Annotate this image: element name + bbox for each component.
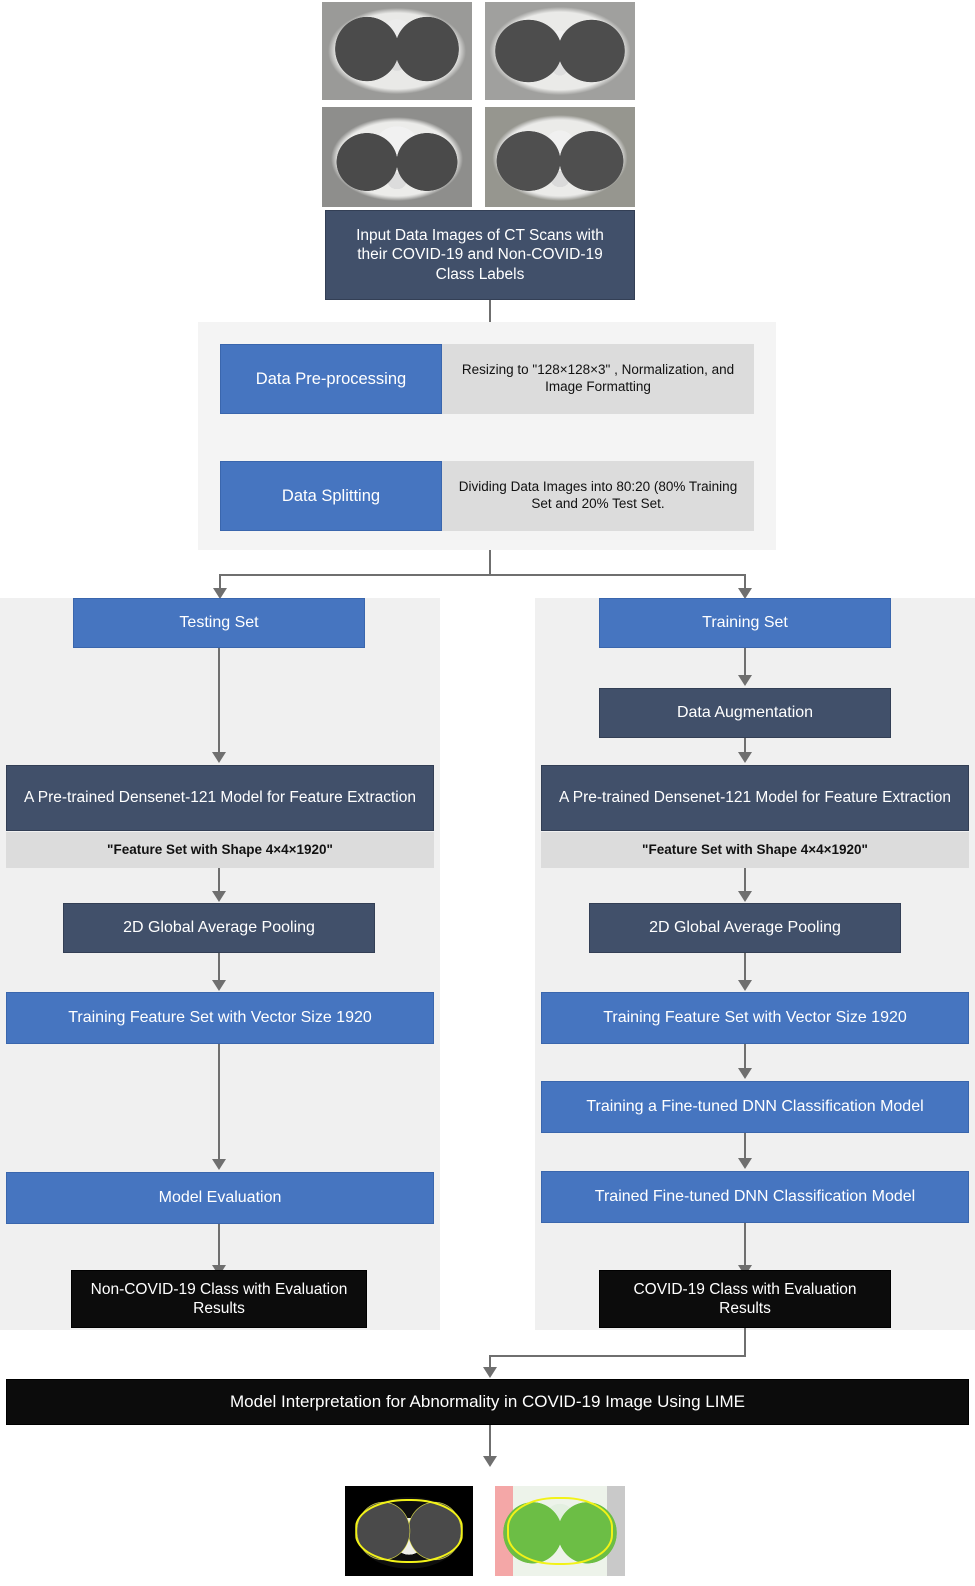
connector-training-pooling-to-vector (744, 953, 746, 981)
data-augmentation-box: Data Augmentation (599, 688, 891, 738)
training-feature-vector-box: Training Feature Set with Vector Size 19… (541, 992, 969, 1044)
connector-testing-pooling-to-vector (218, 953, 220, 981)
lime-interpretation-box: Model Interpretation for Abnormality in … (6, 1379, 969, 1425)
connector-trained-model-to-result (744, 1223, 746, 1266)
data-splitting-detail-text: Dividing Data Images into 80:20 (80% Tra… (458, 479, 738, 511)
connector-split-bar (220, 574, 745, 576)
testing-model-evaluation-text: Model Evaluation (158, 1189, 282, 1206)
connector-split-left-drop (219, 574, 221, 590)
testing-model-evaluation-box: Model Evaluation (6, 1172, 434, 1224)
trained-dnn-model-box: Trained Fine-tuned DNN Classification Mo… (541, 1171, 969, 1223)
connector-split-right-drop (744, 574, 746, 590)
data-preprocessing-detail-text: Resizing to "128×128×3" , Normalization,… (461, 362, 735, 394)
ct-scan-image-1 (322, 2, 472, 100)
ct-scan-image-2 (485, 2, 635, 100)
arrow-testing-vector (212, 980, 226, 991)
connector-testing-vector-to-evaluation (218, 1044, 220, 1160)
training-feature-caption-box: "Feature Set with Shape 4×4×1920" (541, 832, 969, 868)
arrow-testing-evaluation (212, 1159, 226, 1170)
training-set-label: Training Set (702, 614, 788, 631)
training-pooling-text: 2D Global Average Pooling (649, 919, 841, 936)
testing-set-box: Testing Set (73, 598, 365, 648)
lime-interpretation-text: Model Interpretation for Abnormality in … (230, 1392, 745, 1412)
connector-merge-bar (489, 1355, 746, 1357)
ct-scan-image-3 (322, 107, 472, 207)
non-covid-result-box: Non-COVID-19 Class with Evaluation Resul… (71, 1270, 367, 1328)
testing-feature-extraction-text: A Pre-trained Densenet-121 Model for Fea… (23, 789, 416, 807)
testing-pooling-box: 2D Global Average Pooling (63, 903, 375, 953)
testing-set-label: Testing Set (179, 614, 259, 631)
connector-arrow-to-testing-set (213, 588, 227, 599)
non-covid-result-text: Non-COVID-19 Class with Evaluation Resul… (90, 1280, 348, 1317)
data-preprocessing-title-box: Data Pre-processing (220, 344, 442, 414)
connector-vector-to-training-model (744, 1044, 746, 1069)
arrow-training-augmentation (738, 675, 752, 686)
lime-boundary-image (345, 1486, 473, 1576)
trained-dnn-model-text: Trained Fine-tuned DNN Classification Mo… (594, 1188, 916, 1205)
training-dnn-model-box: Training a Fine-tuned DNN Classification… (541, 1081, 969, 1133)
connector-training-set-to-augmentation (744, 648, 746, 676)
input-data-label-text: Input Data Images of CT Scans with their… (356, 226, 604, 283)
ct-scan-grid (322, 2, 635, 210)
arrow-testing-pooling (212, 891, 226, 902)
connector-input-to-preprocessing (489, 300, 491, 322)
data-splitting-detail-box: Dividing Data Images into 80:20 (80% Tra… (442, 461, 754, 531)
training-dnn-model-text: Training a Fine-tuned DNN Classification… (586, 1098, 924, 1115)
testing-feature-vector-text: Training Feature Set with Vector Size 19… (68, 1009, 372, 1026)
data-splitting-title-box: Data Splitting (220, 461, 442, 531)
training-feature-extraction-box: A Pre-trained Densenet-121 Model for Fea… (541, 765, 969, 831)
lime-superpixel-heatmap-image (495, 1486, 625, 1576)
testing-pooling-text: 2D Global Average Pooling (123, 919, 315, 936)
connector-merge-drop (489, 1355, 491, 1369)
arrow-to-lime-box (483, 1367, 497, 1378)
connector-split-stem (489, 550, 491, 574)
testing-feature-caption-text: "Feature Set with Shape 4×4×1920" (107, 841, 333, 857)
training-set-box: Training Set (599, 598, 891, 648)
connector-lime-to-outputs (489, 1425, 491, 1457)
arrow-trained-model (738, 1158, 752, 1169)
arrow-training-vector (738, 980, 752, 991)
ct-scan-image-4 (485, 107, 635, 207)
data-preprocessing-title-text: Data Pre-processing (255, 369, 407, 388)
testing-feature-caption-box: "Feature Set with Shape 4×4×1920" (6, 832, 434, 868)
arrow-to-lime-outputs (483, 1456, 497, 1467)
training-feature-caption-text: "Feature Set with Shape 4×4×1920" (642, 841, 868, 857)
connector-testing-caption-to-pooling (218, 868, 220, 892)
arrow-testing-feature-extraction (212, 752, 226, 763)
connector-testing-set-to-feature-extraction (218, 648, 220, 753)
connector-augmentation-to-feature-extraction (744, 738, 746, 753)
training-feature-vector-text: Training Feature Set with Vector Size 19… (603, 1009, 907, 1026)
arrow-training-model (738, 1068, 752, 1079)
testing-feature-extraction-box: A Pre-trained Densenet-121 Model for Fea… (6, 765, 434, 831)
covid-result-box: COVID-19 Class with Evaluation Results (599, 1270, 891, 1328)
training-pooling-box: 2D Global Average Pooling (589, 903, 901, 953)
connector-arrow-to-training-set (738, 588, 752, 599)
training-feature-extraction-text: A Pre-trained Densenet-121 Model for Fea… (558, 789, 951, 807)
testing-feature-vector-box: Training Feature Set with Vector Size 19… (6, 992, 434, 1044)
input-data-label-box: Input Data Images of CT Scans with their… (325, 210, 635, 300)
arrow-training-feature-extraction (738, 752, 752, 763)
arrow-training-pooling (738, 891, 752, 902)
connector-testing-evaluation-to-result (218, 1224, 220, 1266)
connector-training-caption-to-pooling (744, 868, 746, 892)
covid-result-text: COVID-19 Class with Evaluation Results (633, 1280, 857, 1317)
connector-covid-result-down (744, 1328, 746, 1356)
data-preprocessing-detail-box: Resizing to "128×128×3" , Normalization,… (442, 344, 754, 414)
connector-training-model-to-trained-model (744, 1133, 746, 1159)
data-splitting-title-text: Data Splitting (281, 486, 381, 505)
data-augmentation-text: Data Augmentation (676, 704, 814, 721)
